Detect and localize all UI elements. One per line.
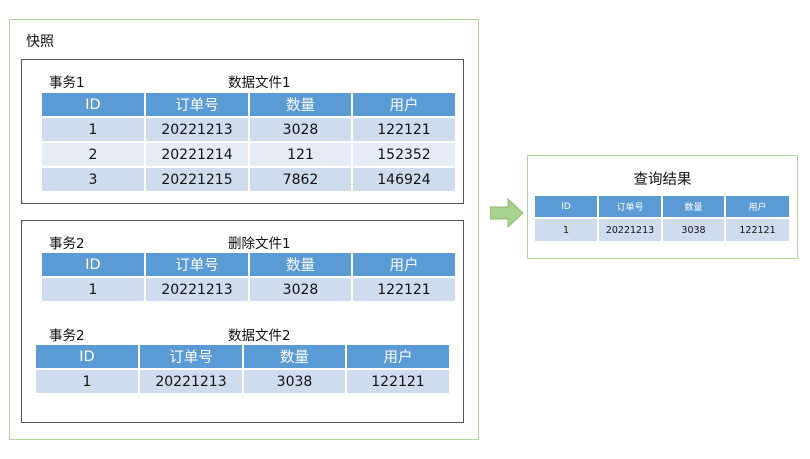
cell-user: 122121 — [352, 276, 455, 301]
table-row: 3 20221215 7862 146924 — [42, 166, 455, 191]
cell-quantity: 121 — [249, 141, 353, 167]
header-id: ID — [535, 196, 599, 218]
delete-file1-table: ID 订单号 数量 用户 1 20221213 3028 122121 — [42, 253, 455, 301]
cell-quantity: 3028 — [249, 276, 353, 301]
transaction2-data-label: 事务2 — [49, 328, 85, 344]
header-quantity: 数量 — [243, 345, 347, 369]
header-user: 用户 — [725, 196, 789, 218]
transaction1-panel: 事务1 数据文件1 ID 订单号 数量 用户 1 20221213 3028 1… — [21, 59, 464, 204]
data-file2-table: ID 订单号 数量 用户 1 20221213 3038 122121 — [36, 345, 449, 393]
cell-user: 122121 — [352, 116, 455, 142]
table-row: 1 20221213 3038 122121 — [36, 368, 449, 393]
cell-quantity: 3038 — [662, 217, 726, 241]
header-quantity: 数量 — [249, 253, 353, 277]
cell-order-no: 20221213 — [139, 368, 244, 393]
table-header-row: ID 订单号 数量 用户 — [42, 93, 455, 117]
cell-id: 1 — [42, 276, 146, 301]
cell-id: 2 — [42, 141, 146, 167]
table-header-row: ID 订单号 数量 用户 — [42, 253, 455, 277]
data-file1-label: 数据文件1 — [228, 75, 291, 91]
header-user: 用户 — [352, 253, 455, 277]
header-order-no: 订单号 — [145, 253, 250, 277]
transaction1-label: 事务1 — [49, 75, 85, 91]
data-file1-table: ID 订单号 数量 用户 1 20221213 3028 122121 2 20… — [42, 93, 455, 191]
header-user: 用户 — [346, 345, 449, 369]
cell-order-no: 20221213 — [145, 276, 250, 301]
cell-id: 1 — [36, 368, 140, 393]
query-result-table: ID 订单号 数量 用户 1 20221213 3038 122121 — [535, 196, 789, 241]
data-file2-label: 数据文件2 — [228, 328, 291, 344]
cell-id: 1 — [535, 217, 599, 241]
header-order-no: 订单号 — [598, 196, 663, 218]
cell-quantity: 3028 — [249, 116, 353, 142]
table-row: 1 20221213 3028 122121 — [42, 276, 455, 301]
cell-order-no: 20221215 — [145, 166, 250, 191]
header-quantity: 数量 — [249, 93, 353, 117]
snapshot-frame: 快照 事务1 数据文件1 ID 订单号 数量 用户 1 20221213 302… — [9, 19, 479, 440]
table-header-row: ID 订单号 数量 用户 — [36, 345, 449, 369]
cell-id: 1 — [42, 116, 146, 142]
header-order-no: 订单号 — [139, 345, 244, 369]
cell-quantity: 3038 — [243, 368, 347, 393]
header-order-no: 订单号 — [145, 93, 250, 117]
header-id: ID — [42, 253, 146, 277]
cell-user: 122121 — [346, 368, 449, 393]
cell-user: 146924 — [352, 166, 455, 191]
header-user: 用户 — [352, 93, 455, 117]
cell-order-no: 20221213 — [598, 217, 663, 241]
table-row: 1 20221213 3028 122121 — [42, 116, 455, 142]
header-quantity: 数量 — [662, 196, 726, 218]
header-id: ID — [36, 345, 140, 369]
arrow-right-icon — [490, 198, 524, 228]
transaction2-delete-label: 事务2 — [49, 236, 85, 252]
transaction2-panel: 事务2 删除文件1 ID 订单号 数量 用户 1 20221213 3028 1… — [21, 220, 464, 423]
cell-order-no: 20221213 — [145, 116, 250, 142]
table-row: 2 20221214 121 152352 — [42, 141, 455, 167]
snapshot-title: 快照 — [26, 34, 54, 50]
query-result-title: 查询结果 — [633, 172, 692, 188]
cell-order-no: 20221214 — [145, 141, 250, 167]
cell-user: 122121 — [725, 217, 789, 241]
table-row: 1 20221213 3038 122121 — [535, 217, 789, 241]
cell-id: 3 — [42, 166, 146, 191]
header-id: ID — [42, 93, 146, 117]
cell-quantity: 7862 — [249, 166, 353, 191]
table-header-row: ID 订单号 数量 用户 — [535, 196, 789, 218]
query-result-frame: 查询结果 ID 订单号 数量 用户 1 20221213 3038 122121 — [527, 155, 798, 259]
delete-file1-label: 删除文件1 — [228, 236, 291, 252]
cell-user: 152352 — [352, 141, 455, 167]
